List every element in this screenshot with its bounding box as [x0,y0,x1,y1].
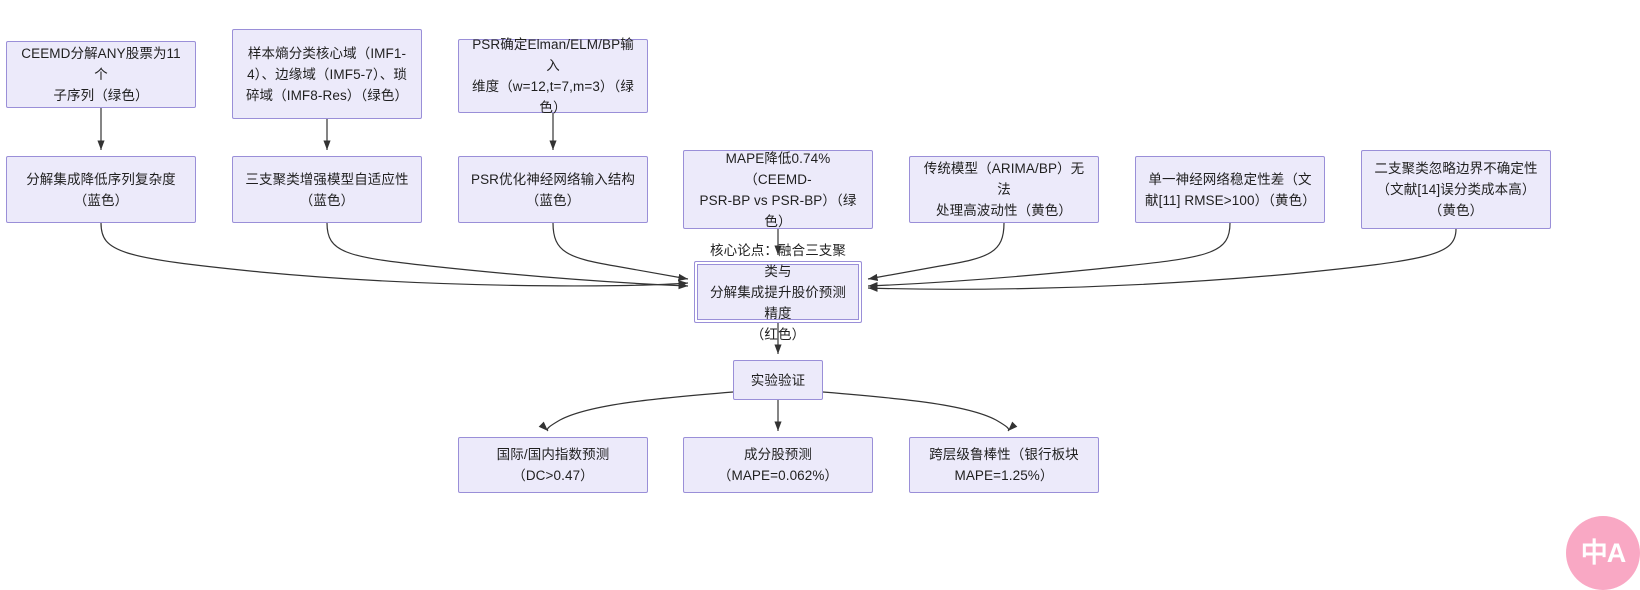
node-label: CEEMD分解ANY股票为11个 子序列（绿色） [21,46,181,103]
node-label: 核心论点：融合三支聚类与 分解集成提升股价预测精度 （红色） [710,242,846,342]
edge-n5-core [326,222,689,290]
node-cross-level-robustness[interactable]: 跨层级鲁棒性（银行板块 MAPE=1.25%） [909,437,1099,493]
node-label: 国际/国内指数预测 （DC>0.47） [496,447,610,483]
node-label: 传统模型（ARIMA/BP）无法 处理高波动性（黄色） [923,161,1085,218]
node-label: 单一神经网络稳定性差（文 献[11] RMSE>100）（黄色） [1145,171,1316,208]
node-ceemd-decomposition[interactable]: CEEMD分解ANY股票为11个 子序列（绿色） [6,41,196,108]
edge-n6-core [552,222,689,281]
node-psr-optimizes-network-input[interactable]: PSR优化神经网络输入结构 （蓝色） [458,156,648,223]
node-sample-entropy-classification[interactable]: 样本熵分类核心域（IMF1- 4）、边缘域（IMF5-7）、琐 碎域（IMF8-… [232,29,422,119]
node-psr-input-dimension[interactable]: PSR确定Elman/ELM/BP输入 维度（w=12,t=7,m=3）（绿 色… [458,37,648,115]
node-decomposition-reduces-complexity[interactable]: 分解集成降低序列复杂度 （蓝色） [6,156,196,223]
node-label: 跨层级鲁棒性（银行板块 MAPE=1.25%） [929,447,1079,483]
node-core-thesis[interactable]: 核心论点：融合三支聚类与 分解集成提升股价预测精度 （红色） [694,243,862,342]
node-traditional-models-limitation[interactable]: 传统模型（ARIMA/BP）无法 处理高波动性（黄色） [909,156,1099,223]
node-label: MAPE降低0.74%（CEEMD- PSR-BP vs PSR-BP）（绿 色… [699,150,857,229]
node-label: 样本熵分类核心域（IMF1- 4）、边缘域（IMF5-7）、琐 碎域（IMF8-… [245,45,409,103]
edge-exp-n13 [822,391,1018,432]
node-label: 三支聚类增强模型自适应性 （蓝色） [245,171,409,208]
flowchart-canvas: CEEMD分解ANY股票为11个 子序列（绿色） 样本熵分类核心域（IMF1- … [6,29,1640,590]
node-experimental-validation[interactable]: 实验验证 [733,360,823,400]
node-label: 分解集成降低序列复杂度 （蓝色） [26,171,176,208]
node-three-way-clustering-adaptivity[interactable]: 三支聚类增强模型自适应性 （蓝色） [232,156,422,223]
edge-n8-core [867,222,1005,281]
node-label: 二支聚类忽略边界不确定性 （文献[14]误分类成本高） （黄色） [1374,161,1538,218]
node-constituent-stock-forecast[interactable]: 成分股预测 （MAPE=0.062%） [683,437,873,493]
edge-n10-core [867,228,1457,292]
node-two-way-clustering-limitation[interactable]: 二支聚类忽略边界不确定性 （文献[14]误分类成本高） （黄色） [1361,150,1551,229]
node-label: 成分股预测 （MAPE=0.062%） [717,447,839,483]
node-label: PSR确定Elman/ELM/BP输入 维度（w=12,t=7,m=3）（绿 色… [472,37,634,115]
node-single-network-instability[interactable]: 单一神经网络稳定性差（文 献[11] RMSE>100）（黄色） [1135,156,1325,223]
node-label: PSR优化神经网络输入结构 （蓝色） [470,171,636,208]
node-label: 实验验证 [750,372,806,388]
watermark-label: 中A [1580,537,1626,568]
watermark-badge: 中A [1566,516,1640,590]
node-index-forecast[interactable]: 国际/国内指数预测 （DC>0.47） [458,437,648,493]
edge-exp-n11 [538,391,734,432]
edge-n9-core [867,222,1231,290]
edge-n4-core [100,222,689,288]
node-mape-reduction[interactable]: MAPE降低0.74%（CEEMD- PSR-BP vs PSR-BP）（绿 色… [683,150,873,229]
